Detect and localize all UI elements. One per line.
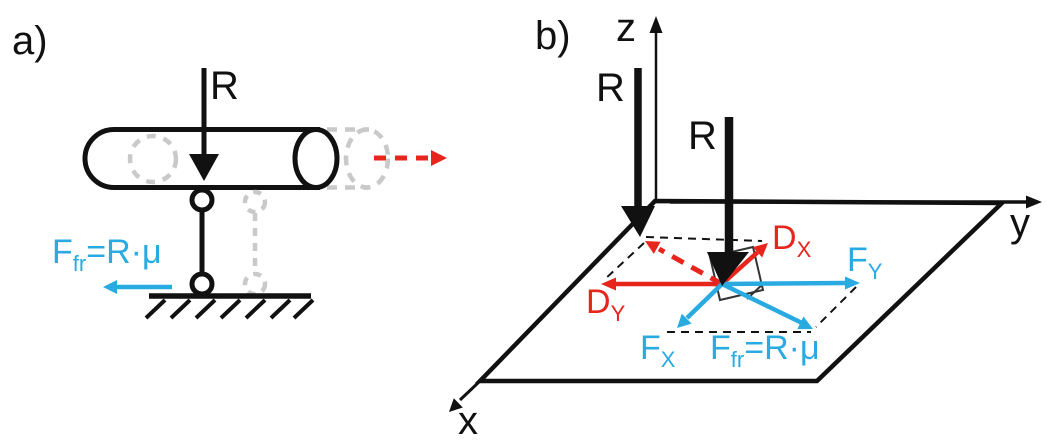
reaction-left-arrowhead xyxy=(621,206,655,237)
upper-pin-circle xyxy=(189,187,215,213)
label-fy: FY xyxy=(847,241,883,284)
vector-fy-arrowhead xyxy=(845,276,860,290)
axis-z xyxy=(649,16,663,200)
vector-dy-arrowhead xyxy=(601,277,616,291)
reaction-center-arrowhead xyxy=(707,252,749,286)
cylinder-end-ellipse xyxy=(292,127,340,190)
panel-a: R xyxy=(12,19,447,320)
ghost-roller-circle xyxy=(127,133,179,185)
vector-dy xyxy=(601,277,722,291)
hatch-stroke xyxy=(194,298,217,320)
axis-x-arrowhead xyxy=(449,398,463,412)
construction-line xyxy=(603,242,645,281)
hatch-stroke xyxy=(169,298,192,320)
ghost-cylinder-end-ellipse xyxy=(343,127,391,190)
ghost-cylinder xyxy=(327,127,391,190)
vector-fy xyxy=(721,276,860,290)
construction-line xyxy=(815,286,857,328)
label-r-left: R xyxy=(596,66,625,110)
cylinder-body-outline xyxy=(82,127,320,190)
lower-pin-circle xyxy=(189,271,215,297)
label-panel-a: a) xyxy=(12,19,48,63)
vector-dx xyxy=(720,243,768,286)
hatch-stroke xyxy=(244,298,267,320)
label-panel-b: b) xyxy=(535,14,571,58)
vector-d-resultant-arrowhead xyxy=(645,241,661,254)
hatch-stroke xyxy=(144,298,167,320)
reaction-arrow-center xyxy=(707,117,749,286)
label-axis-y: y xyxy=(1010,201,1030,245)
motion-direction-arrow xyxy=(374,150,447,166)
vector-d-resultant xyxy=(645,241,724,287)
vector-ffr-arrowhead xyxy=(797,316,813,330)
ground xyxy=(144,293,315,320)
hatch-stroke xyxy=(292,298,315,320)
label-axis-x: x xyxy=(458,399,478,440)
panel-b: b) z y x R R DX DY FY FX Ffr=R·μ xyxy=(449,6,1042,440)
construction-line xyxy=(645,236,763,242)
reaction-arrow-left xyxy=(621,68,655,237)
label-fx: FX xyxy=(640,329,676,372)
ground-hatching xyxy=(144,298,315,320)
motion-arrowhead xyxy=(431,150,447,166)
axis-z-arrowhead xyxy=(649,16,663,33)
hatch-stroke xyxy=(269,298,292,320)
label-r-center: R xyxy=(688,114,717,158)
label-r-panel-a: R xyxy=(210,64,239,108)
friction-arrow xyxy=(103,280,172,294)
label-dx: DX xyxy=(772,219,812,262)
label-axis-z: z xyxy=(616,6,636,50)
axis-x xyxy=(449,379,482,412)
vector-ffr xyxy=(721,281,813,330)
support-linkage xyxy=(189,187,215,297)
axis-y-arrowhead xyxy=(1026,195,1042,209)
load-arrow-r xyxy=(189,68,219,181)
construction-lines xyxy=(603,236,857,333)
label-friction-formula-b: Ffr=R·μ xyxy=(710,329,820,372)
load-arrowhead xyxy=(189,154,219,181)
hatch-stroke xyxy=(219,298,242,320)
label-friction-formula-a: Ffr=R·μ xyxy=(52,233,162,276)
ghost-support-linkage xyxy=(242,189,268,297)
vector-dx-arrowhead xyxy=(752,243,768,258)
vector-fx xyxy=(677,282,724,328)
vector-fx-arrowhead xyxy=(677,313,692,328)
friction-arrowhead xyxy=(103,280,117,294)
label-dy: DY xyxy=(586,283,626,326)
